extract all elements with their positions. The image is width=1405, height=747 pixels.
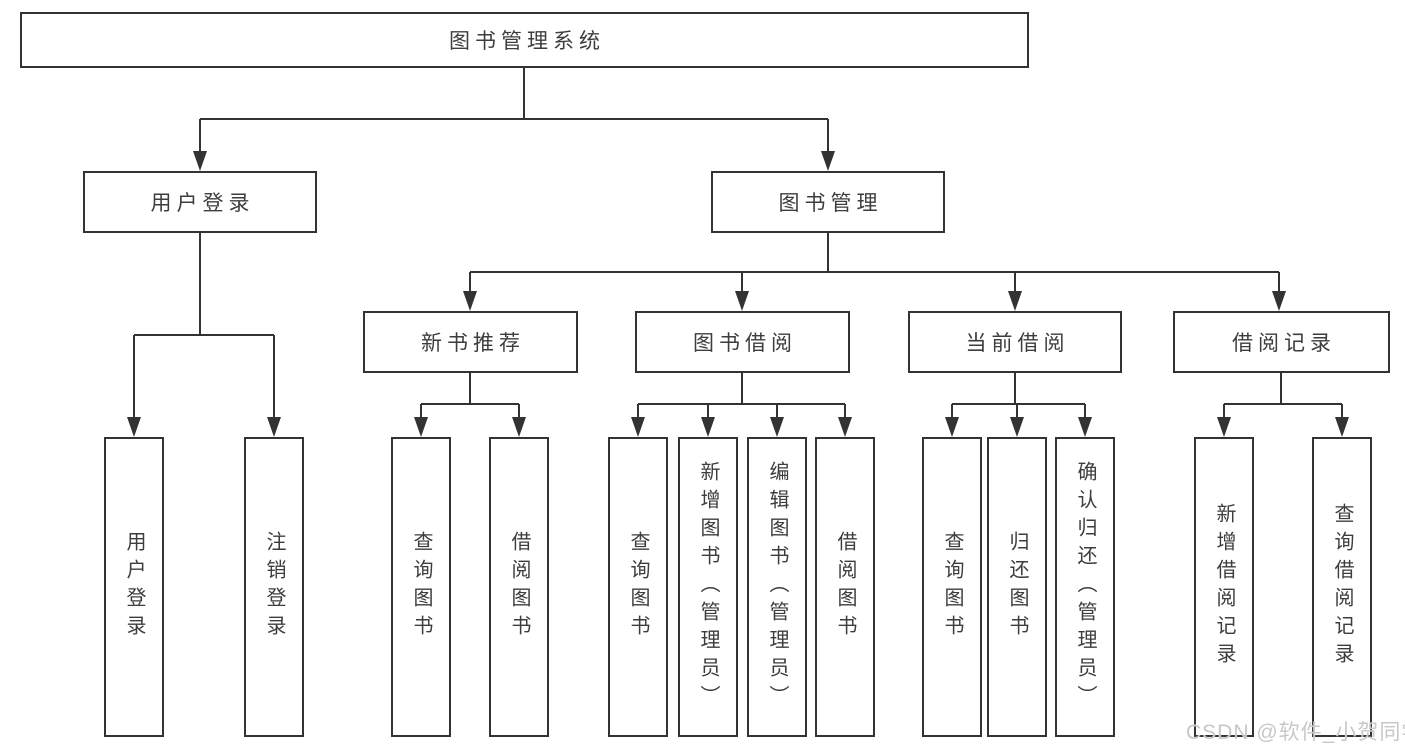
arrowhead xyxy=(735,291,749,311)
arrowhead xyxy=(127,417,141,437)
leaf-label: 编辑图书（管理员） xyxy=(766,461,788,713)
leaf-label: 借阅图书 xyxy=(508,531,530,643)
node-borrow-record: 借阅记录 xyxy=(1173,311,1390,373)
leaf-label: 查询图书 xyxy=(941,531,963,643)
connector-book-borrow-children xyxy=(631,373,852,437)
arrowhead xyxy=(1008,291,1022,311)
csdn-watermark: CSDN @软件_小贺同学 xyxy=(1186,721,1405,744)
connector-current-borrow-children xyxy=(945,373,1092,437)
arrowhead xyxy=(631,417,645,437)
connector-new-book-children xyxy=(414,373,526,437)
leaf-label: 查询借阅记录 xyxy=(1331,503,1353,671)
node-label: 图书管理系统 xyxy=(449,30,605,53)
leaf-record-add-borrow-record: 新增借阅记录 xyxy=(1194,437,1254,737)
connector-root-to-level2 xyxy=(193,68,835,171)
leaf-current-return-books: 归还图书 xyxy=(987,437,1047,737)
leaf-newbook-borrow-books: 借阅图书 xyxy=(489,437,549,737)
node-user-login: 用户登录 xyxy=(83,171,317,233)
leaf-borrow-add-books-admin: 新增图书（管理员） xyxy=(678,437,738,737)
connector-borrow-record-children xyxy=(1217,373,1349,437)
leaf-label: 查询图书 xyxy=(627,531,649,643)
arrowhead xyxy=(945,417,959,437)
connector-book-mgmt-children xyxy=(463,233,1286,311)
leaf-current-query-books: 查询图书 xyxy=(922,437,982,737)
node-label: 图书借阅 xyxy=(693,332,797,355)
leaf-newbook-query-books: 查询图书 xyxy=(391,437,451,737)
leaf-label: 确认归还（管理员） xyxy=(1074,461,1096,713)
node-label: 借阅记录 xyxy=(1232,332,1336,355)
node-label: 当前借阅 xyxy=(965,332,1070,355)
leaf-borrow-query-books: 查询图书 xyxy=(608,437,668,737)
node-new-book-recommend: 新书推荐 xyxy=(363,311,578,373)
leaf-label: 查询图书 xyxy=(410,531,432,643)
node-label: 新书推荐 xyxy=(421,332,525,355)
arrowhead xyxy=(1078,417,1092,437)
arrowhead xyxy=(770,417,784,437)
leaf-current-confirm-return-admin: 确认归还（管理员） xyxy=(1055,437,1115,737)
arrowhead xyxy=(1335,417,1349,437)
arrowhead xyxy=(1217,417,1231,437)
arrowhead xyxy=(821,151,835,171)
leaf-borrow-borrow-books: 借阅图书 xyxy=(815,437,875,737)
leaf-label: 归还图书 xyxy=(1006,531,1028,643)
leaf-logout: 注销登录 xyxy=(244,437,304,737)
leaf-borrow-edit-books-admin: 编辑图书（管理员） xyxy=(747,437,807,737)
arrowhead xyxy=(512,417,526,437)
node-label: 图书管理 xyxy=(778,192,883,215)
arrowhead xyxy=(414,417,428,437)
node-label: 用户登录 xyxy=(150,192,255,215)
leaf-user-login: 用户登录 xyxy=(104,437,164,737)
leaf-label: 新增图书（管理员） xyxy=(697,461,719,713)
arrowhead xyxy=(463,291,477,311)
arrowhead xyxy=(193,151,207,171)
node-root-system: 图书管理系统 xyxy=(20,12,1029,68)
arrowhead xyxy=(267,417,281,437)
arrowhead xyxy=(701,417,715,437)
arrowhead xyxy=(1272,291,1286,311)
arrowhead xyxy=(1010,417,1024,437)
connector-user-login-children xyxy=(127,233,281,437)
node-current-borrow: 当前借阅 xyxy=(908,311,1122,373)
leaf-label: 新增借阅记录 xyxy=(1213,503,1235,671)
arrowhead xyxy=(838,417,852,437)
leaf-label: 借阅图书 xyxy=(834,531,856,643)
leaf-label: 注销登录 xyxy=(263,531,285,643)
node-book-borrow: 图书借阅 xyxy=(635,311,850,373)
leaf-label: 用户登录 xyxy=(123,531,145,643)
leaf-record-query-borrow-record: 查询借阅记录 xyxy=(1312,437,1372,737)
node-book-management: 图书管理 xyxy=(711,171,945,233)
